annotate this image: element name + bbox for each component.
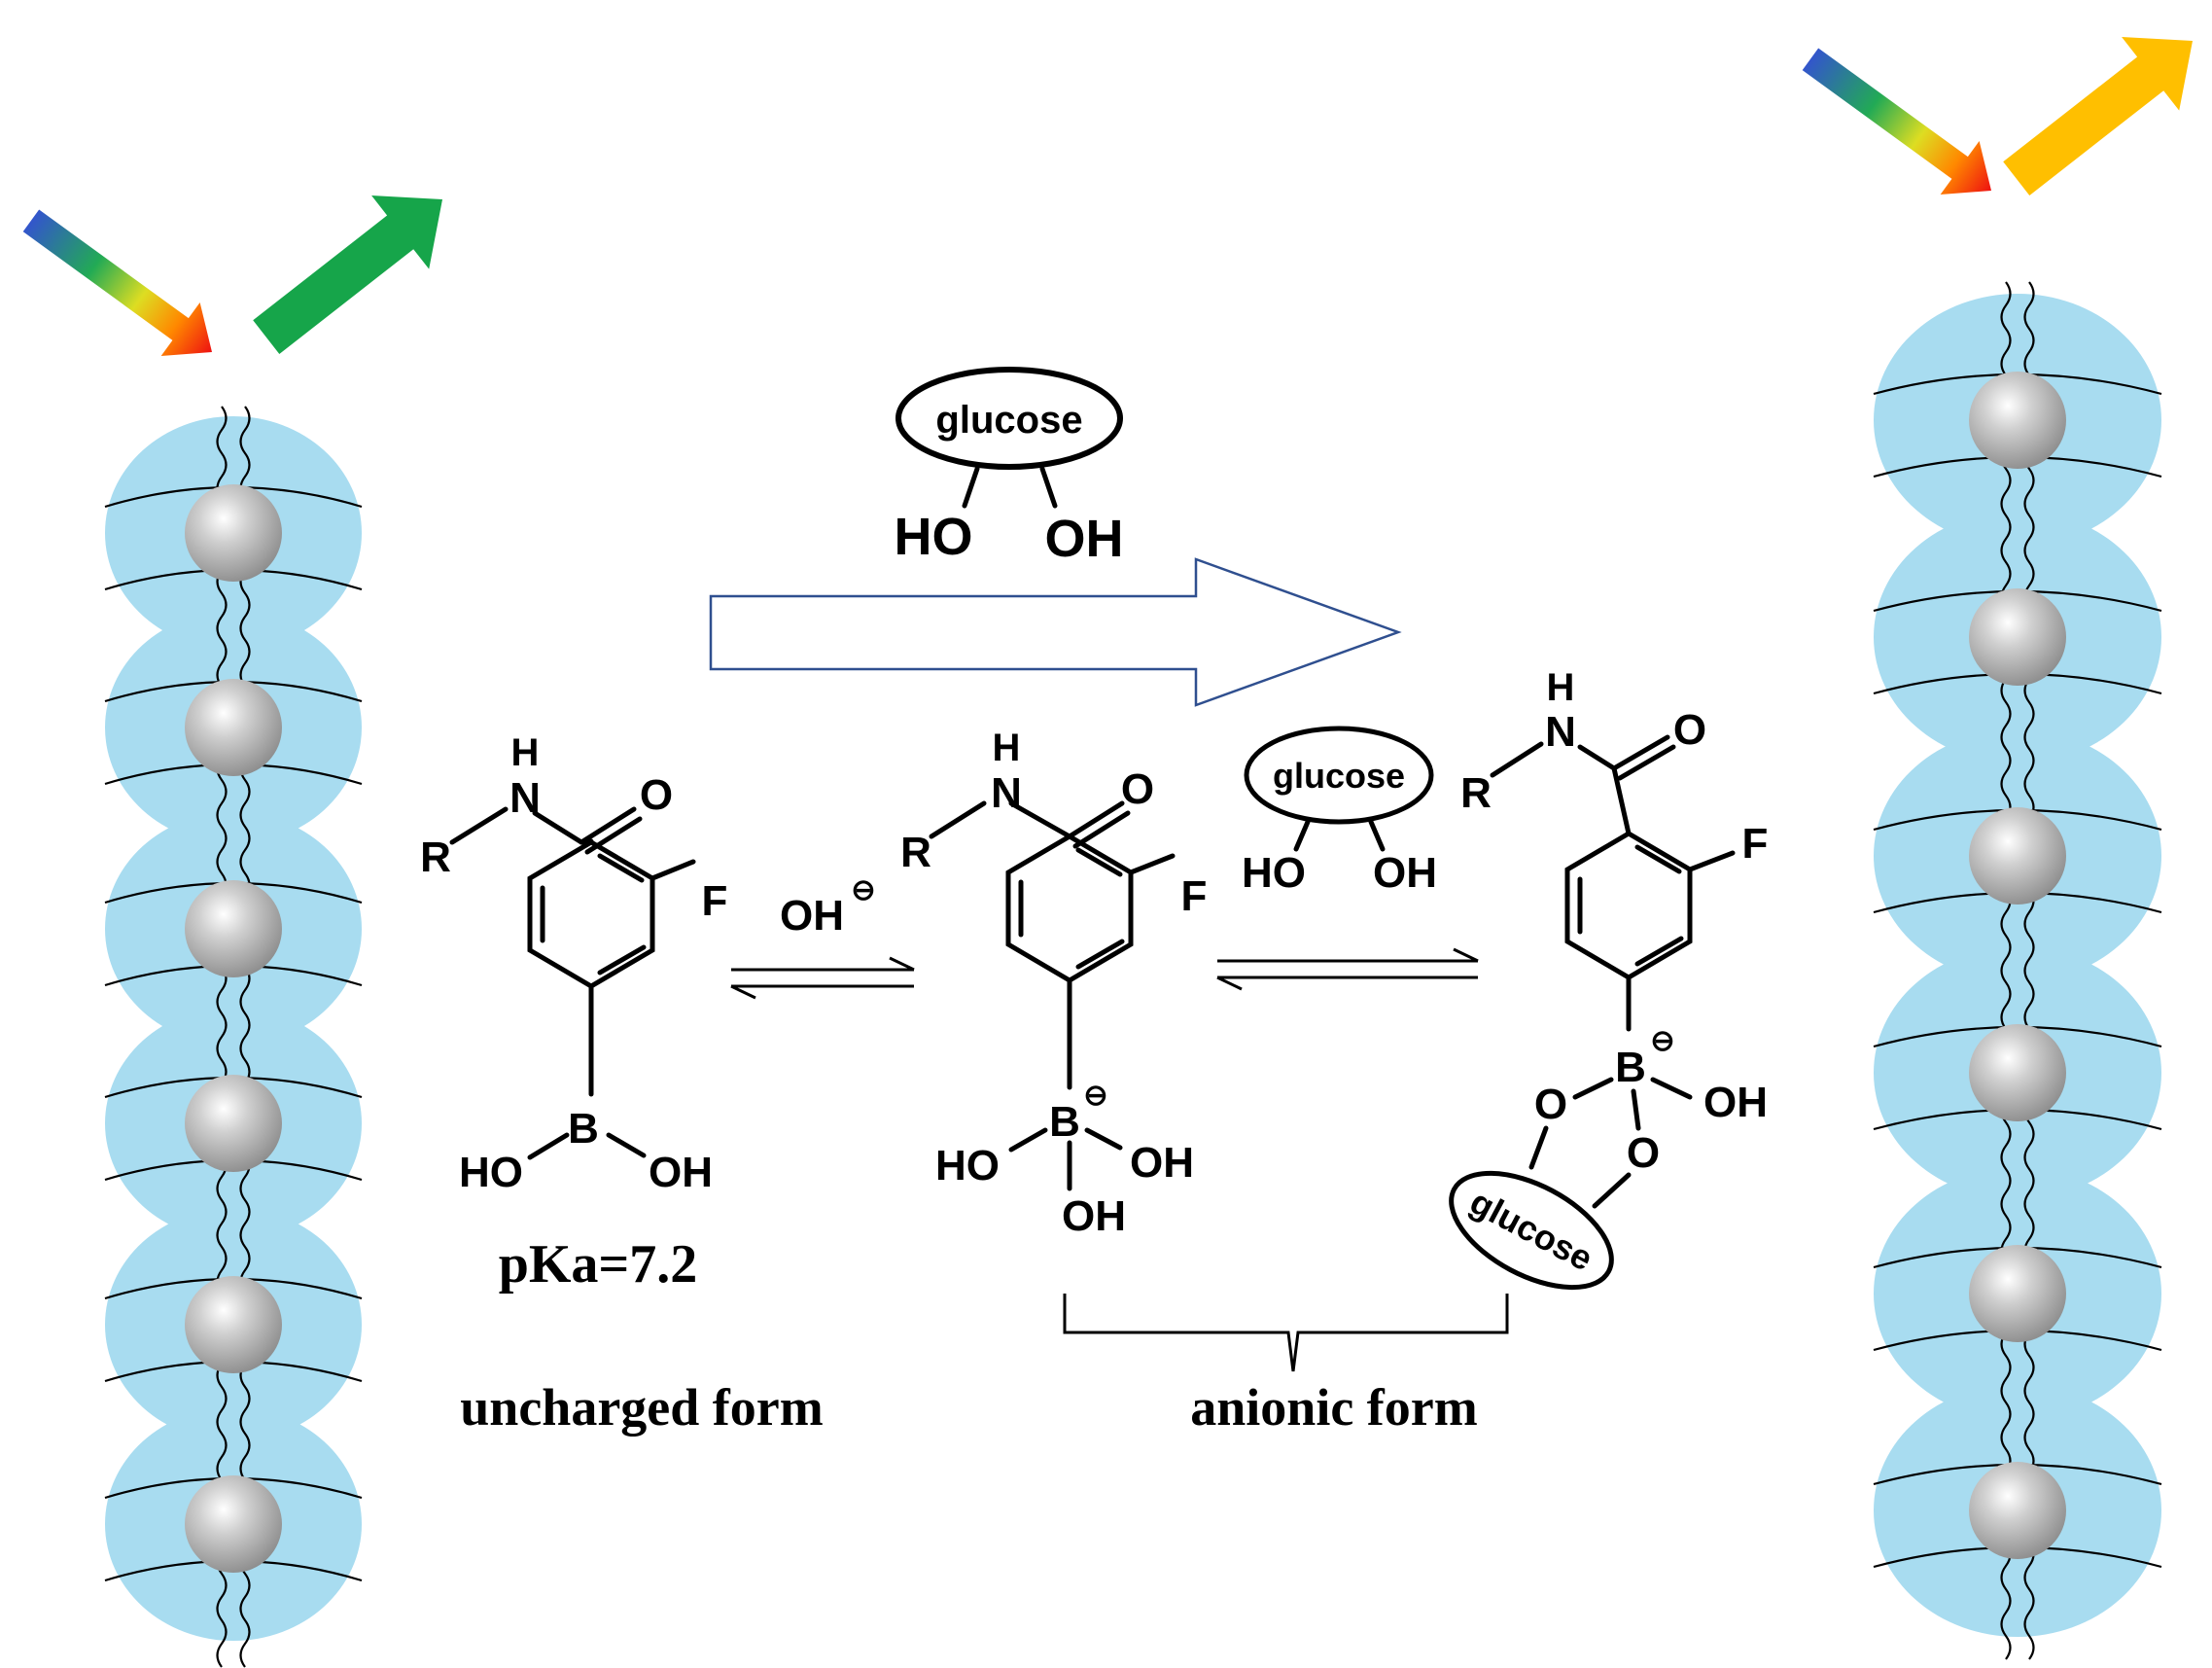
boron-oh-3: OH	[1703, 1079, 1768, 1126]
right-photonic-chain	[1873, 281, 2162, 1660]
fluoro-2: F	[1181, 872, 1208, 920]
boron-oh-bottom-2: OH	[1062, 1192, 1126, 1240]
polymer-strand	[216, 406, 228, 1668]
glucose-oh-mid: OH	[1373, 849, 1437, 897]
boron-2: B	[1049, 1098, 1080, 1146]
boron-1: B	[568, 1105, 599, 1153]
r-group-2: R	[900, 829, 931, 876]
orange-arrow-shape	[2003, 37, 2193, 195]
boron-charge-2: ⊖	[1083, 1080, 1107, 1112]
reaction-outline-arrow	[709, 557, 1402, 707]
polymer-strand	[2023, 281, 2035, 1660]
ester-o-right: O	[1627, 1129, 1660, 1177]
anionic-brace	[1063, 1294, 1509, 1372]
glucose-ho-top: HO	[895, 508, 973, 566]
nanoparticle-bead	[1969, 807, 2066, 905]
reflected-green-arrow	[253, 195, 442, 354]
nanoparticle-bead	[185, 679, 282, 776]
boron-ho-1: HO	[459, 1149, 523, 1196]
amide-n-3: N	[1545, 708, 1576, 756]
nanoparticle-bead	[1969, 1024, 2066, 1121]
glucose-oh-top: OH	[1045, 510, 1124, 568]
boron-oh-right-2: OH	[1130, 1139, 1194, 1187]
nanoparticle-bead	[1969, 1462, 2066, 1559]
incident-light-arrow-right	[1802, 48, 1991, 195]
hydroxide-label: OH	[780, 892, 844, 940]
nanoparticle-bead	[185, 1075, 282, 1172]
boron-3: B	[1615, 1044, 1646, 1091]
amide-h-2: H	[993, 727, 1021, 769]
ester-o-left: O	[1534, 1081, 1567, 1128]
nanoparticle-bead	[1969, 588, 2066, 686]
amide-n-2: N	[991, 769, 1022, 817]
r-group-3: R	[1460, 769, 1492, 817]
equilibrium-arrow-1	[730, 956, 915, 1000]
boron-oh-1: OH	[649, 1149, 713, 1196]
nanoparticle-bead	[185, 1475, 282, 1573]
glucose-reagent-mid: glucose HO OH	[1242, 726, 1437, 897]
r-group-1: R	[420, 834, 451, 881]
fluoro-1: F	[702, 877, 728, 925]
boron-charge-3: ⊖	[1650, 1025, 1674, 1057]
hydroxide-charge: ⊖	[851, 874, 875, 906]
nanoparticle-bead	[1969, 1245, 2066, 1342]
amide-h-1: H	[511, 731, 540, 774]
fluoro-3: F	[1742, 820, 1769, 868]
glucose-label-mid: glucose	[1273, 756, 1405, 796]
uncharged-form-caption: uncharged form	[460, 1378, 823, 1437]
polymer-strand	[239, 406, 251, 1668]
nanoparticle-bead	[185, 880, 282, 977]
molecule-uncharged: O N H R F B HO OH	[420, 731, 727, 1196]
carbonyl-o-3: O	[1673, 706, 1706, 754]
molecule-boronate: O N H R F B ⊖ HO OH OH	[900, 727, 1207, 1240]
nanoparticle-bead	[185, 1276, 282, 1373]
nanoparticle-bead	[185, 484, 282, 582]
carbonyl-o-2: O	[1121, 765, 1154, 813]
equilibrium-arrow-2	[1216, 947, 1479, 991]
glucose-label-top: glucose	[935, 399, 1082, 442]
green-arrow-shape	[253, 195, 442, 354]
anionic-form-caption: anionic form	[1190, 1378, 1477, 1437]
boron-ho-2: HO	[935, 1142, 1000, 1189]
molecule-glucose-complex: O N H R F B ⊖ OH O O glucose	[1449, 666, 1769, 1291]
polymer-strand	[2000, 281, 2012, 1660]
glucose-reagent-top: glucose HO OH	[895, 367, 1124, 568]
left-photonic-chain	[104, 406, 363, 1668]
nanoparticle-bead	[1969, 372, 2066, 469]
amide-h-3: H	[1547, 666, 1575, 709]
amide-n-1: N	[509, 774, 541, 822]
carbonyl-o-1: O	[640, 771, 673, 819]
incident-light-arrow-left	[22, 209, 212, 356]
glucose-ho-mid: HO	[1242, 849, 1306, 897]
pka-label: pKa=7.2	[499, 1234, 698, 1295]
reflected-orange-arrow	[2003, 37, 2193, 195]
